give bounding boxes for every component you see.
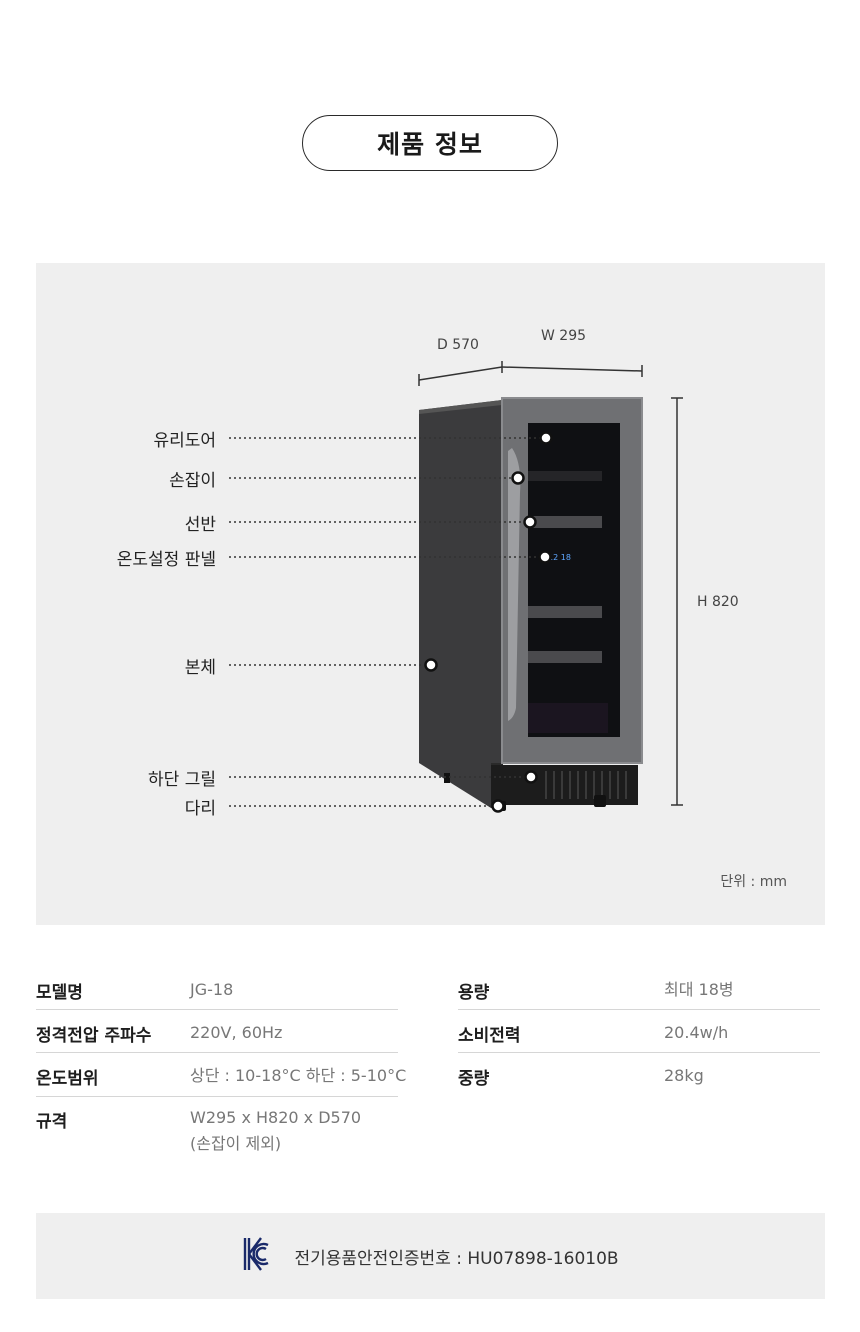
spec-key: 온도범위 — [36, 1069, 99, 1089]
label-temperature-panel: 온도설정 판넬 — [116, 550, 216, 570]
divider — [36, 1009, 398, 1010]
label-body: 본체 — [184, 658, 216, 678]
spec-value: 220V, 60Hz — [190, 1023, 283, 1042]
label-legs: 다리 — [184, 799, 216, 819]
spec-key: 규격 — [36, 1112, 68, 1132]
spec-value: 최대 18병 — [664, 980, 734, 999]
depth-dimension: D 570 — [437, 337, 479, 353]
height-dimension: H 820 — [697, 594, 739, 610]
product-diagram: 12 18 — [36, 263, 825, 925]
shelf — [528, 516, 602, 528]
section-title: 제품 정보 — [302, 115, 558, 171]
door-handle — [508, 448, 521, 721]
bottom-grill — [491, 765, 638, 805]
width-dimension: W 295 — [541, 328, 587, 344]
spec-value: 상단 : 10-18°C 하단 : 5-10°C — [190, 1066, 407, 1085]
temperature-display: 12 18 — [548, 553, 571, 562]
spec-value: W295 x H820 x D570 (손잡이 제외) — [190, 1108, 362, 1153]
spec-key: 모델명 — [36, 983, 83, 1003]
divider — [36, 1096, 398, 1097]
unit-note: 단위 : mm — [720, 874, 787, 890]
spec-value: 28kg — [664, 1066, 704, 1085]
fridge-body — [419, 400, 502, 808]
certification-banner: 전기용품안전인증번호 : HU07898-16010B — [36, 1213, 825, 1299]
label-shelf: 선반 — [184, 515, 216, 535]
certification-text: 전기용품안전인증번호 : HU07898-16010B — [294, 1248, 619, 1269]
kc-mark-icon — [242, 1235, 270, 1277]
label-glass-door: 유리도어 — [153, 431, 216, 451]
divider — [36, 1052, 398, 1053]
marker-dot — [539, 431, 553, 445]
divider — [458, 1052, 820, 1053]
label-handle: 손잡이 — [169, 471, 216, 491]
label-bottom-grill: 하단 그릴 — [148, 770, 216, 790]
spec-key: 중량 — [458, 1069, 490, 1089]
divider — [458, 1009, 820, 1010]
spec-value: JG-18 — [190, 980, 234, 999]
spec-key: 용량 — [458, 983, 490, 1003]
wine-fridge-illustration: 12 18 — [229, 361, 683, 813]
spec-value: 20.4w/h — [664, 1023, 729, 1042]
spec-key: 정격전압 주파수 — [36, 1026, 152, 1046]
spec-key: 소비전력 — [458, 1026, 521, 1046]
